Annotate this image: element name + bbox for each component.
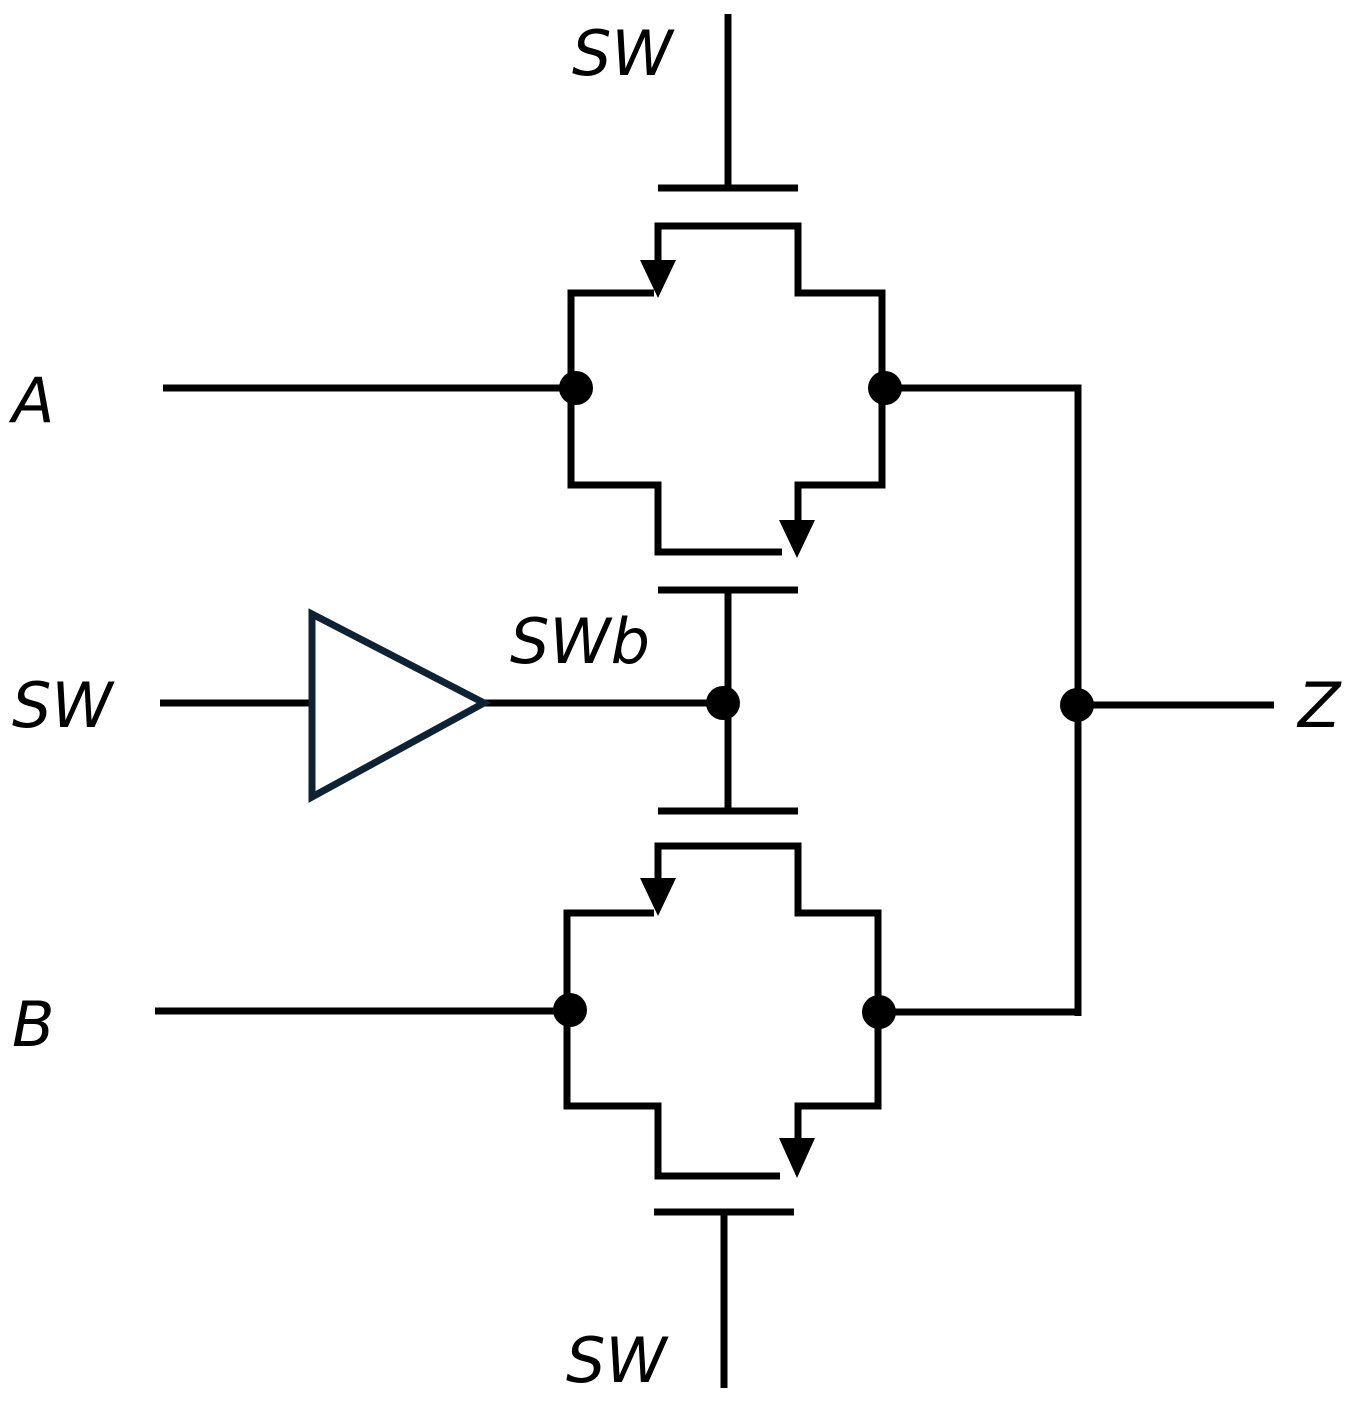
label-sw-bottom: SW — [566, 1324, 669, 1397]
tg-b-lower-channel — [563, 909, 780, 1180]
tg-b-upper-channel — [654, 842, 882, 1142]
junction-z — [1060, 688, 1094, 722]
buffer-triangle — [308, 608, 492, 803]
junction-b-in — [553, 993, 587, 1027]
tg-b-upper-arrow — [640, 878, 676, 916]
swb-net — [485, 590, 740, 811]
output-right-bus — [885, 384, 1082, 1016]
tg-b-lower-arrow — [779, 1138, 815, 1178]
tg-a-lower-arrow — [779, 520, 815, 558]
label-sw-left: SW — [12, 669, 115, 742]
label-input-b: B — [12, 988, 55, 1061]
label-input-a: A — [8, 364, 54, 437]
label-sw-top: SW — [572, 17, 675, 90]
buffer-symbol — [160, 608, 492, 803]
junction-a-in — [559, 371, 593, 405]
output-net — [879, 384, 1274, 1016]
tg-a-upper-channel — [654, 222, 886, 526]
label-output-z: Z — [1296, 669, 1342, 742]
transmission-gate-b — [155, 807, 896, 1388]
tg-a-lower-channel — [567, 289, 782, 556]
junction-swb — [706, 686, 740, 720]
transmission-gate-a — [163, 14, 902, 594]
label-swb: SWb — [510, 605, 650, 678]
tg-a-upper-arrow — [640, 260, 676, 298]
